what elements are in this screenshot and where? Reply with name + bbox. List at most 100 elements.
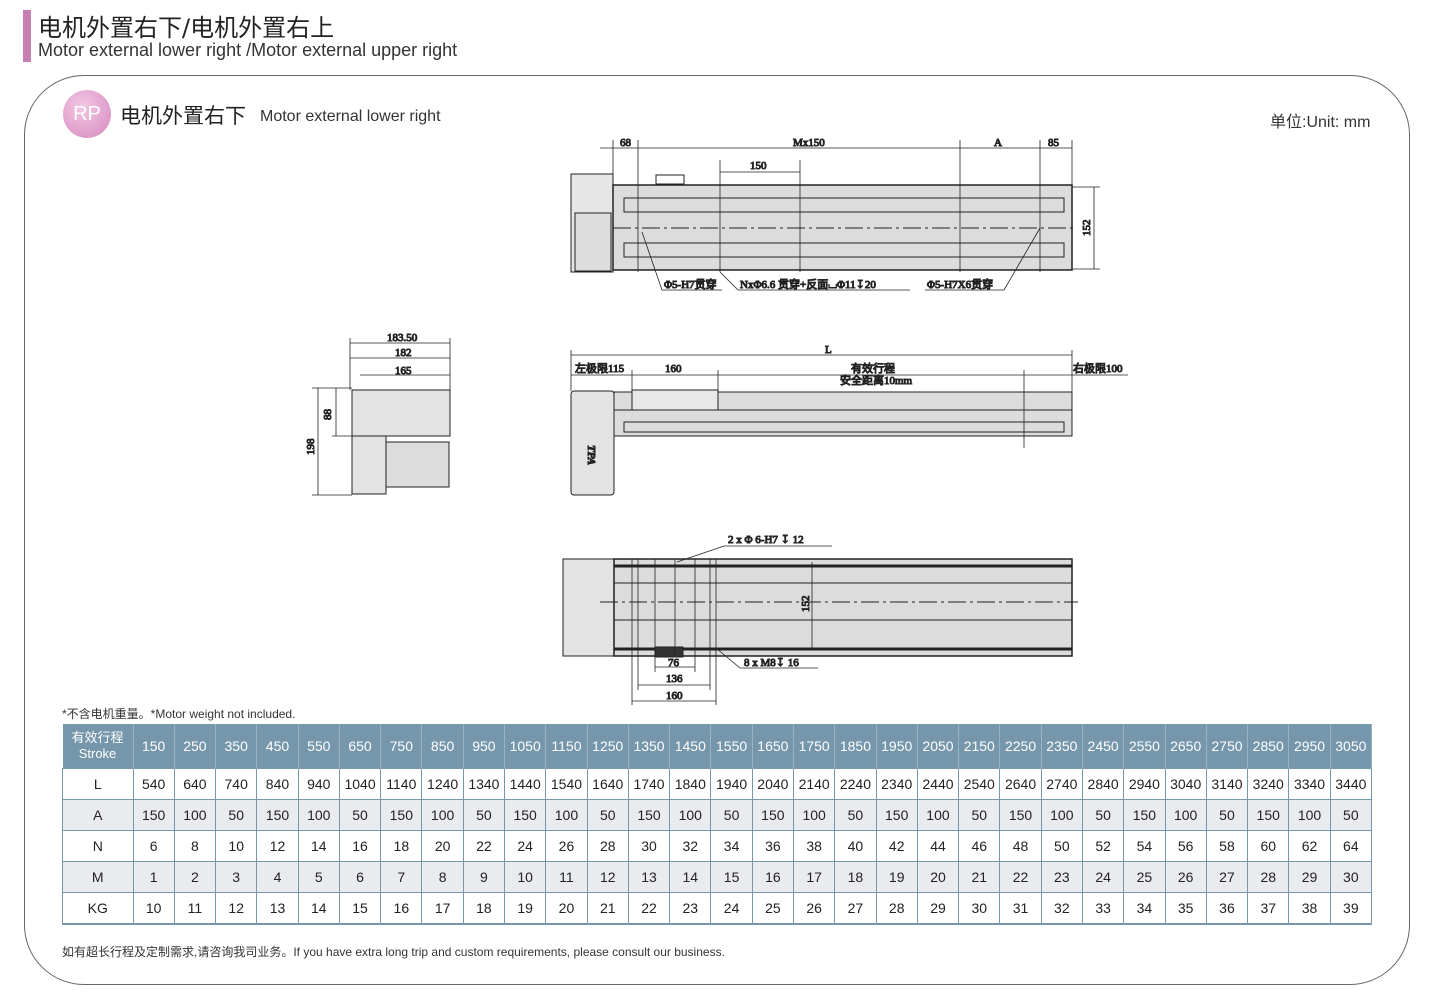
stroke-header-cell: 450 [256,724,299,769]
stroke-header-cell: 3050 [1330,724,1373,769]
table-cell: 37 [1247,892,1290,925]
table-cell: 48 [999,830,1042,862]
stroke-header-cell: 2550 [1123,724,1166,769]
effective-stroke: 有效行程 [851,361,895,375]
stroke-header-cell: 1150 [545,724,588,769]
stroke-header-cell: 750 [380,724,423,769]
table-cell: 23 [669,892,712,925]
stroke-header-cell: 550 [298,724,340,769]
section-title: 电机外置右下 [120,104,246,128]
table-cell: 44 [916,830,960,862]
table-cell: 26 [1164,861,1207,893]
table-cell: 30 [1329,861,1373,893]
stroke-header-en: Stroke [78,746,117,761]
table-cell: 34 [1123,892,1166,925]
table-cell: 2640 [999,768,1042,800]
table-cell: 100 [173,799,217,831]
table-cell: 5 [297,861,340,893]
table-cell: 740 [215,768,258,800]
table-cell: 16 [338,830,382,862]
dim-150: 150 [750,160,767,172]
table-cell: 150 [999,799,1042,831]
right-limit: 右极限100 [1073,361,1123,375]
table-cell: 940 [297,768,340,800]
table-cell: 3040 [1164,768,1207,800]
table-cell: 150 [875,799,918,831]
table-cell: 1440 [504,768,547,800]
table-cell: 15 [338,892,382,925]
table-cell: 42 [875,830,918,862]
table-cell: 29 [916,892,960,925]
table-cell: 2 [173,861,217,893]
table-cell: 14 [297,830,340,862]
table-cell: 150 [1123,799,1166,831]
table-cell: 31 [999,892,1042,925]
front-view: L 左极限115 160 有效行程 安全距离10mm 右极限100 TPA [570,344,1128,496]
table-cell: 12 [256,830,299,862]
stroke-header-cell: 2250 [999,724,1042,769]
page-subtitle: Motor external lower right /Motor extern… [38,40,458,60]
dim-198: 198 [305,438,317,455]
table-cell: 14 [669,861,712,893]
table-cell: 20 [916,861,960,893]
table-cell: 150 [751,799,795,831]
dim-85: 85 [1048,137,1060,149]
table-cell: 50 [958,799,1001,831]
stroke-header-cn: 有效行程 [71,730,124,745]
table-cell: 32 [669,830,712,862]
table-cell: 50 [1329,799,1373,831]
table-cell: 2440 [916,768,960,800]
table-cell: 25 [1123,861,1166,893]
table-cell: 16 [380,892,423,925]
stroke-header-cell: 950 [463,724,506,769]
table-cell: 62 [1288,830,1331,862]
table-cell: 1040 [338,768,382,800]
table-cell: 28 [586,830,629,862]
table-cell: 6 [338,861,382,893]
table-cell: 30 [958,892,1001,925]
table-cell: 13 [627,861,671,893]
table-cell: 150 [380,799,423,831]
tpa-logo: TPA [585,445,597,465]
unit-label: 单位:Unit: mm [1270,114,1371,131]
table-cell: 11 [545,861,588,893]
section-title-en: Motor external lower right [260,108,441,125]
table-cell: 46 [958,830,1001,862]
table-cell: 640 [173,768,217,800]
table-cell: 50 [834,799,877,831]
stroke-header-cell: 1550 [710,724,753,769]
table-cell: 13 [256,892,299,925]
table-cell: 3 [215,861,258,893]
table-cell: 1940 [710,768,753,800]
table-cell: 24 [710,892,753,925]
table-cell: 22 [462,830,506,862]
table-cell: 2840 [1081,768,1125,800]
table-cell: 1540 [545,768,588,800]
callout-pin-hole: Φ5-H7贯穿 [664,277,717,291]
table-cell: 3140 [1205,768,1249,800]
table-cell: 23 [1040,861,1083,893]
table-cell: 28 [1247,861,1290,893]
stroke-header-cell: 2750 [1206,724,1249,769]
table-cell: 2240 [834,768,877,800]
table-cell: 6 [132,830,175,862]
table-cell: 2040 [751,768,795,800]
stroke-header-cell: 1250 [587,724,629,769]
table-cell: 20 [421,830,464,862]
table-cell: 100 [1164,799,1207,831]
table-cell: 8 [421,861,464,893]
table-cell: 18 [462,892,506,925]
stroke-header-cell: 1350 [628,724,671,769]
table-cell: 1 [132,861,175,893]
content-panel [24,75,1410,985]
stroke-header-cell: 1850 [834,724,877,769]
table-cell: 19 [504,892,547,925]
table-cell: 12 [215,892,258,925]
table-cell: 60 [1247,830,1290,862]
stroke-header-cell: 1650 [752,724,795,769]
table-cell: 1740 [627,768,671,800]
stroke-header-cell: 2050 [917,724,960,769]
